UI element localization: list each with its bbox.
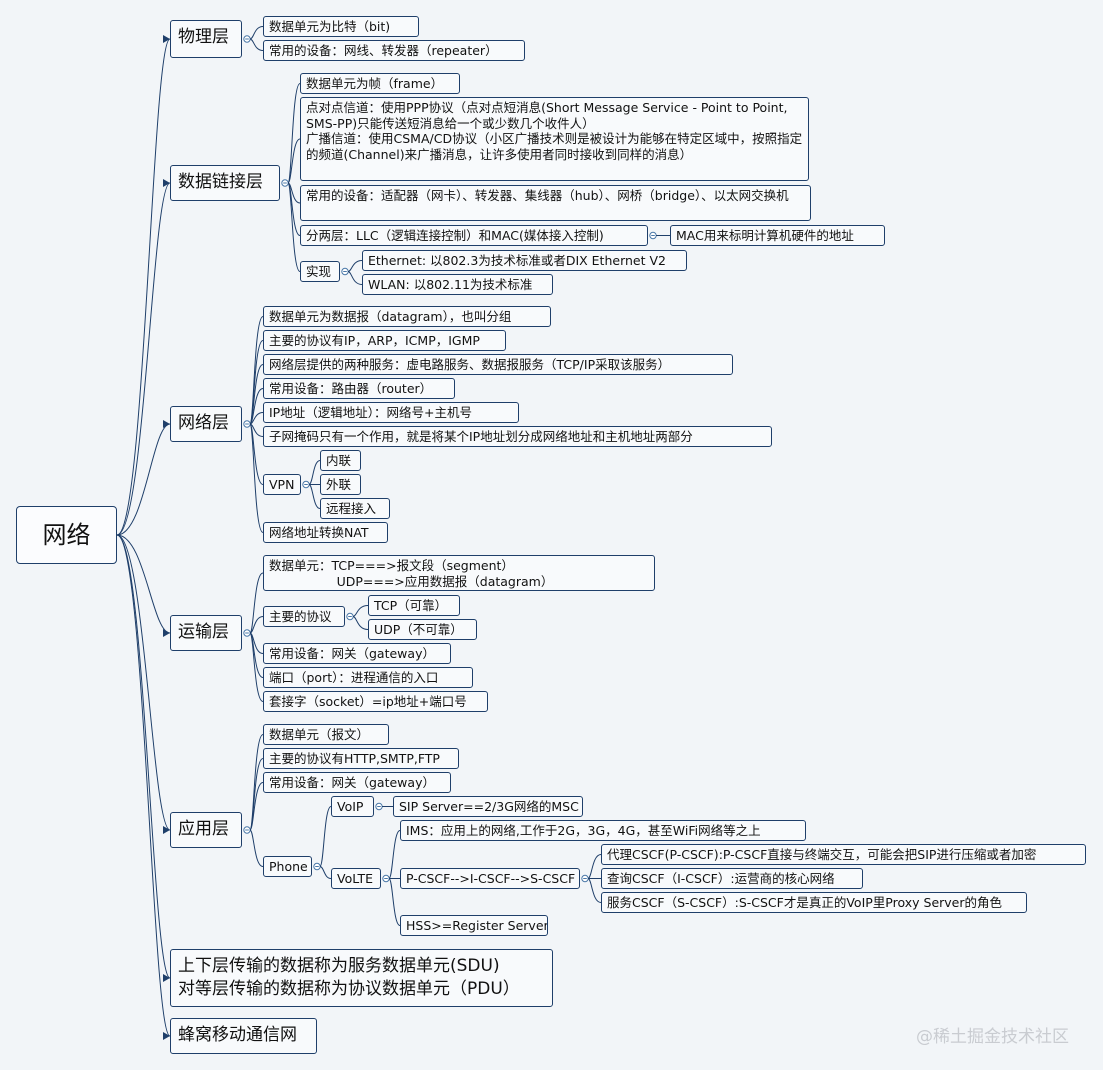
- connector-line: [249, 38, 264, 51]
- topic-2-4[interactable]: IP地址（逻辑地址）：网络号+主机号: [263, 402, 519, 423]
- connector-line: [347, 271, 363, 285]
- topic-4-3-1-1-2[interactable]: 服务CSCF（S-CSCF）:S-CSCF才是真正的VoIP里Proxy Ser…: [601, 892, 1027, 913]
- connector-line: [249, 829, 264, 867]
- topic-1-4[interactable]: 实现: [300, 261, 340, 282]
- connector-line: [249, 316, 264, 425]
- topic-2-6-0[interactable]: 内联: [320, 450, 361, 471]
- arrow-icon: [163, 35, 170, 43]
- branch-transport-layer[interactable]: 运输层: [170, 615, 242, 651]
- topic-1-3-0[interactable]: MAC用来标明计算机硬件的地址: [670, 225, 885, 246]
- connector-line: [116, 182, 171, 536]
- connector-line: [249, 388, 264, 425]
- topic-2-7[interactable]: 网络地址转换NAT: [263, 522, 388, 543]
- topic-4-2[interactable]: 常用设备：网关（gateway）: [263, 772, 451, 793]
- watermark: @稀土掘金技术社区: [916, 1027, 1069, 1047]
- connector-line: [347, 260, 363, 272]
- topic-2-2[interactable]: 网络层提供的两种服务：虚电路服务、数据报服务（TCP/IP采取该服务）: [263, 354, 733, 375]
- arrow-icon: [163, 629, 170, 637]
- connector-line: [116, 534, 171, 1037]
- root-node[interactable]: 网络: [16, 506, 117, 564]
- connector-line: [249, 572, 264, 634]
- topic-4-3-1-0[interactable]: IMS：应用上的网络,工作于2G，3G，4G，甚至WiFi网络等之上: [400, 820, 806, 841]
- connector-line: [352, 616, 369, 630]
- topic-3-1-0[interactable]: TCP（可靠）: [368, 595, 460, 616]
- connector-line: [308, 460, 321, 485]
- connector-line: [319, 866, 332, 879]
- topic-2-0[interactable]: 数据单元为数据报（datagram），也叫分组: [263, 306, 551, 327]
- topic-4-0[interactable]: 数据单元（报文）: [263, 724, 389, 745]
- connector-line: [388, 830, 401, 879]
- connector-line: [287, 138, 301, 184]
- topic-2-1[interactable]: 主要的协议有IP，ARP，ICMP，IGMP: [263, 330, 506, 351]
- connector-line: [352, 605, 369, 617]
- branch-network-layer[interactable]: 网络层: [170, 406, 242, 442]
- connector-line: [249, 412, 264, 425]
- connector-line: [308, 484, 321, 509]
- connector-line: [249, 423, 264, 437]
- topic-4-3[interactable]: Phone: [263, 856, 312, 877]
- connector-line: [287, 83, 301, 184]
- topic-2-6-1[interactable]: 外联: [320, 474, 361, 495]
- connector-line: [116, 38, 171, 536]
- topic-4-3-0-0[interactable]: SIP Server==2/3G网络的MSC: [393, 796, 583, 817]
- connector-line: [116, 534, 171, 634]
- topic-3-4[interactable]: 套接字（socket）=ip地址+端口号: [263, 691, 488, 712]
- arrow-icon: [163, 179, 170, 187]
- connector-line: [587, 878, 602, 903]
- connector-line: [319, 806, 332, 867]
- topic-4-3-1-1[interactable]: P-CSCF-->I-CSCF-->S-CSCF: [400, 868, 580, 889]
- connector-line: [587, 854, 602, 879]
- arrow-icon: [163, 1032, 170, 1040]
- arrow-icon: [163, 420, 170, 428]
- topic-1-3[interactable]: 分两层：LLC（逻辑连接控制）和MAC(媒体接入控制): [300, 225, 648, 246]
- topic-3-2[interactable]: 常用设备：网关（gateway）: [263, 643, 451, 664]
- topic-3-3[interactable]: 端口（port）：进程通信的入口: [263, 667, 473, 688]
- branch-data-link-layer[interactable]: 数据链接层: [170, 165, 280, 201]
- topic-2-6-2[interactable]: 远程接入: [320, 498, 390, 519]
- note-sdu-pdu[interactable]: 上下层传输的数据称为服务数据单元(SDU) 对等层传输的数据称为协议数据单元（P…: [170, 949, 553, 1007]
- topic-4-3-1-2[interactable]: HSS>=Register Server: [400, 915, 548, 936]
- topic-3-0[interactable]: 数据单元：TCP===>报文段（segment） UDP===>应用数据报（da…: [263, 555, 655, 591]
- topic-2-3[interactable]: 常用设备：路由器（router）: [263, 378, 455, 399]
- connector-line: [249, 26, 264, 40]
- topic-4-1[interactable]: 主要的协议有HTTP,SMTP,FTP: [263, 748, 459, 769]
- arrow-icon: [163, 826, 170, 834]
- topic-1-1[interactable]: 点对点信道：使用PPP协议（点对点短消息(Short Message Servi…: [300, 97, 809, 181]
- topic-4-3-1[interactable]: VoLTE: [331, 868, 381, 889]
- topic-4-3-1-1-0[interactable]: 代理CSCF(P-CSCF):P-CSCF直接与终端交互，可能会把SIP进行压缩…: [601, 844, 1086, 865]
- topic-4-3-0[interactable]: VoIP: [331, 796, 374, 817]
- arrow-icon: [163, 974, 170, 982]
- topic-2-5[interactable]: 子网掩码只有一个作用，就是将某个IP地址划分成网络地址和主机地址两部分: [263, 426, 772, 447]
- topic-1-4-1[interactable]: WLAN: 以802.11为技术标准: [362, 274, 553, 295]
- connector-line: [249, 423, 264, 485]
- connector-line: [287, 182, 301, 272]
- connector-line: [116, 423, 171, 536]
- topic-2-6[interactable]: VPN: [263, 474, 301, 495]
- topic-1-0[interactable]: 数据单元为帧（frame）: [300, 73, 460, 94]
- branch-application-layer[interactable]: 应用层: [170, 812, 242, 848]
- connector-line: [249, 734, 264, 831]
- connector-line: [249, 782, 264, 831]
- topic-3-1-1[interactable]: UDP（不可靠）: [368, 619, 477, 640]
- topic-0-0[interactable]: 数据单元为比特（bit): [263, 16, 419, 37]
- branch-cellular-network[interactable]: 蜂窝移动通信网: [170, 1018, 317, 1054]
- topic-3-1[interactable]: 主要的协议: [263, 606, 345, 627]
- topic-0-1[interactable]: 常用的设备：网线、转发器（repeater）: [263, 40, 525, 61]
- branch-physical-layer[interactable]: 物理层: [170, 20, 242, 58]
- connector-line: [388, 878, 401, 926]
- topic-1-4-0[interactable]: Ethernet: 以802.3为技术标准或者DIX Ethernet V2: [362, 250, 687, 271]
- connector-line: [249, 632, 264, 702]
- connector-line: [249, 616, 264, 634]
- topic-1-2[interactable]: 常用的设备：适配器（网卡）、转发器、集线器（hub）、网桥（bridge）、以太…: [300, 185, 811, 221]
- topic-4-3-1-1-1[interactable]: 查询CSCF（I-CSCF）:运营商的核心网络: [601, 868, 863, 889]
- connector-line: [116, 534, 171, 831]
- connector-line: [116, 534, 171, 979]
- connector-line: [249, 423, 264, 533]
